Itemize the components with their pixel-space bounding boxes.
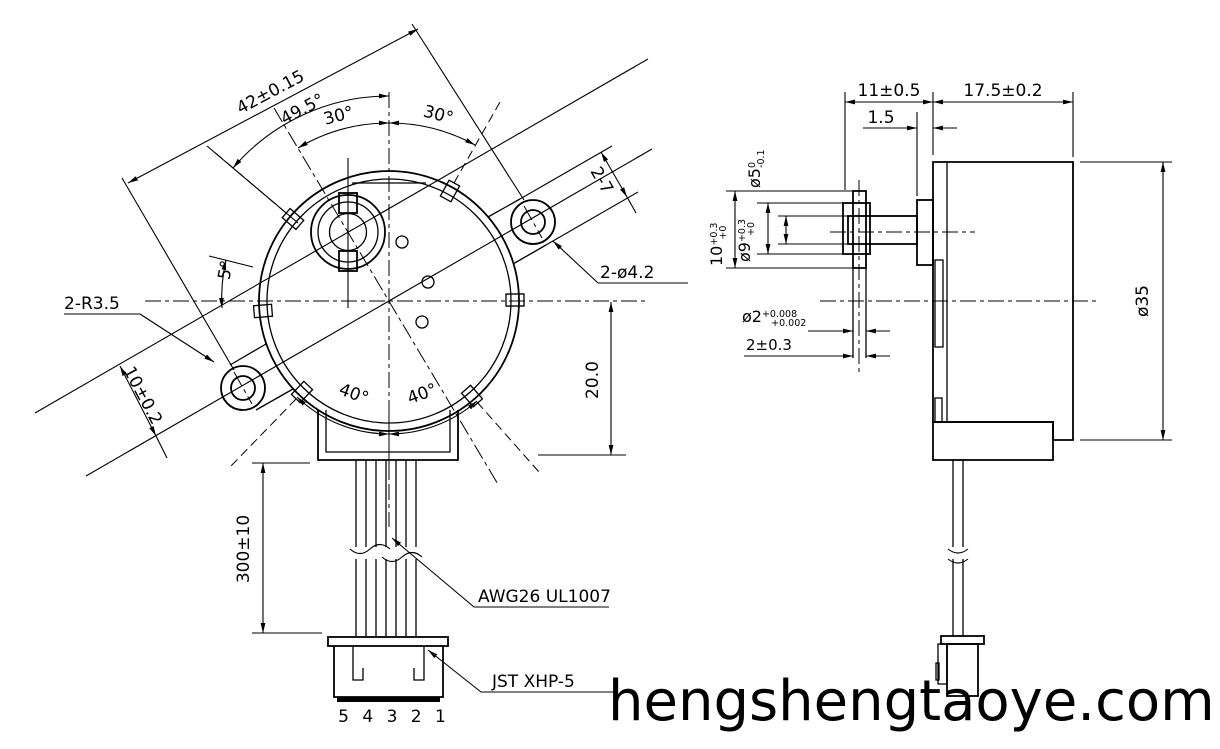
dim-angle-5: 5° — [208, 255, 254, 309]
svg-text:ø50-0.1: ø50-0.1 — [745, 149, 767, 188]
front-view: 5 4 3 2 1 42±0.15 49.5° 30° 30° 5° — [34, 23, 688, 727]
dim-body-length: 17.5±0.2 — [933, 81, 1074, 157]
svg-text:2-7: 2-7 — [586, 163, 617, 197]
svg-text:10+0.3+0: 10+0.3+0 — [707, 223, 729, 266]
dim-pin-length: 10+0.3+0 — [707, 190, 856, 269]
dim-hub-dia: ø9+0.3+0 — [735, 202, 846, 262]
svg-text:2-R3.5: 2-R3.5 — [64, 294, 120, 314]
wire-bundle — [349, 460, 423, 636]
svg-text:2±0.3: 2±0.3 — [746, 336, 792, 354]
dim-pin-protrusion: 2±0.3 — [744, 336, 890, 359]
svg-text:ø35: ø35 — [1133, 285, 1153, 317]
svg-text:40°: 40° — [336, 380, 371, 409]
dim-shaft-offset: 10±0.2 — [119, 363, 168, 459]
svg-text:ø2+0.008+0.002: ø2+0.008+0.002 — [742, 307, 806, 329]
svg-text:JST XHP-5: JST XHP-5 — [491, 672, 575, 692]
svg-text:AWG26 UL1007: AWG26 UL1007 — [478, 587, 611, 607]
svg-text:17.5±0.2: 17.5±0.2 — [963, 81, 1042, 101]
motor-body-side — [916, 161, 1074, 461]
pilot-holes — [395, 235, 435, 329]
svg-text:10±0.2: 10±0.2 — [119, 363, 166, 428]
svg-text:ø9+0.3+0: ø9+0.3+0 — [735, 219, 757, 262]
svg-text:30°: 30° — [421, 102, 455, 129]
wire-side — [947, 460, 969, 636]
side-view: 11±0.5 17.5±0.2 1.5 ø50-0.1 — [707, 81, 1172, 697]
wire-label: AWG26 UL1007 — [391, 537, 611, 608]
svg-text:300±10: 300±10 — [234, 515, 254, 583]
dim-angle-30-right: 30° — [388, 102, 476, 146]
dim-pin-dia: ø2+0.008+0.002 — [742, 307, 890, 334]
output-shaft-front — [34, 58, 649, 414]
side-centerlines — [820, 180, 1100, 372]
dim-boss-height: 1.5 — [863, 108, 957, 196]
dim-angle-49-5: 49.5° — [206, 90, 390, 224]
dim-body-dia: ø35 — [1080, 161, 1172, 441]
svg-text:20.0: 20.0 — [583, 361, 603, 399]
pin-numbers: 5 4 3 2 1 — [338, 707, 450, 727]
svg-text:2-ø4.2: 2-ø4.2 — [600, 263, 654, 283]
dim-wire-length: 300±10 — [234, 462, 322, 634]
svg-text:40°: 40° — [405, 380, 440, 409]
dim-ear-radius: 2-R3.5 — [64, 294, 215, 363]
svg-text:1.5: 1.5 — [867, 108, 894, 128]
svg-text:5°: 5° — [215, 259, 238, 282]
watermark: hengshengtaoye.com — [608, 669, 1215, 734]
rim-crimp-tabs — [252, 179, 525, 408]
connector-front — [327, 636, 449, 702]
connector-side — [935, 635, 985, 697]
dim-mounting-holes: 2-ø4.2 — [552, 240, 688, 284]
dim-shaft-protrusion: 11±0.5 — [844, 81, 934, 190]
dim-tab-width: 2-7 — [519, 145, 639, 246]
shaft-side — [842, 190, 918, 358]
connector-label: JST XHP-5 — [427, 649, 615, 693]
svg-text:11±0.5: 11±0.5 — [858, 81, 921, 101]
dim-wirebox-depth: 20.0 — [538, 302, 626, 456]
dim-mounting-distance: 42±0.15 — [121, 23, 525, 371]
dim-shaft-dia: ø50-0.1 — [745, 149, 850, 245]
mounting-ears — [85, 148, 653, 477]
